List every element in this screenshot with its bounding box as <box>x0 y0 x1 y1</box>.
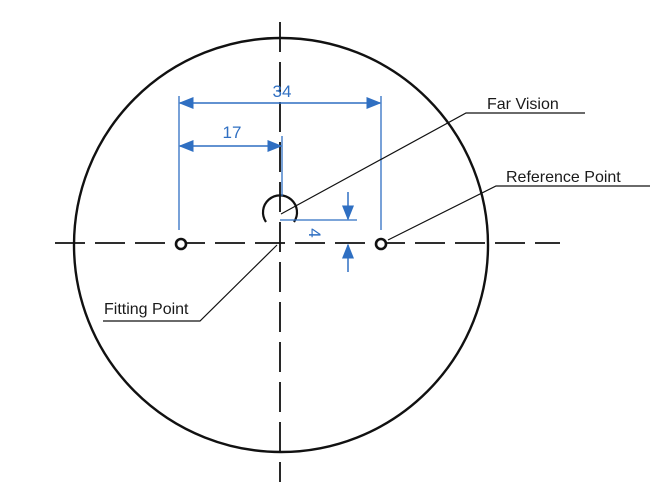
dimension-label-4: 4 <box>305 228 324 237</box>
fitting-point-label: Fitting Point <box>104 301 189 318</box>
dimension-label-34: 34 <box>273 82 292 101</box>
far-vision-circle <box>261 194 299 223</box>
fitting-point-leader <box>103 244 278 322</box>
lens-outline <box>72 36 490 454</box>
reference-point-label: Reference Point <box>506 169 621 186</box>
right-reference-point <box>374 237 388 251</box>
dimension-label-17: 17 <box>223 123 242 142</box>
reference-point-leader <box>387 185 650 241</box>
far-vision-leader <box>280 112 585 215</box>
far-vision-label: Far Vision <box>487 96 559 113</box>
left-reference-point <box>174 237 188 251</box>
